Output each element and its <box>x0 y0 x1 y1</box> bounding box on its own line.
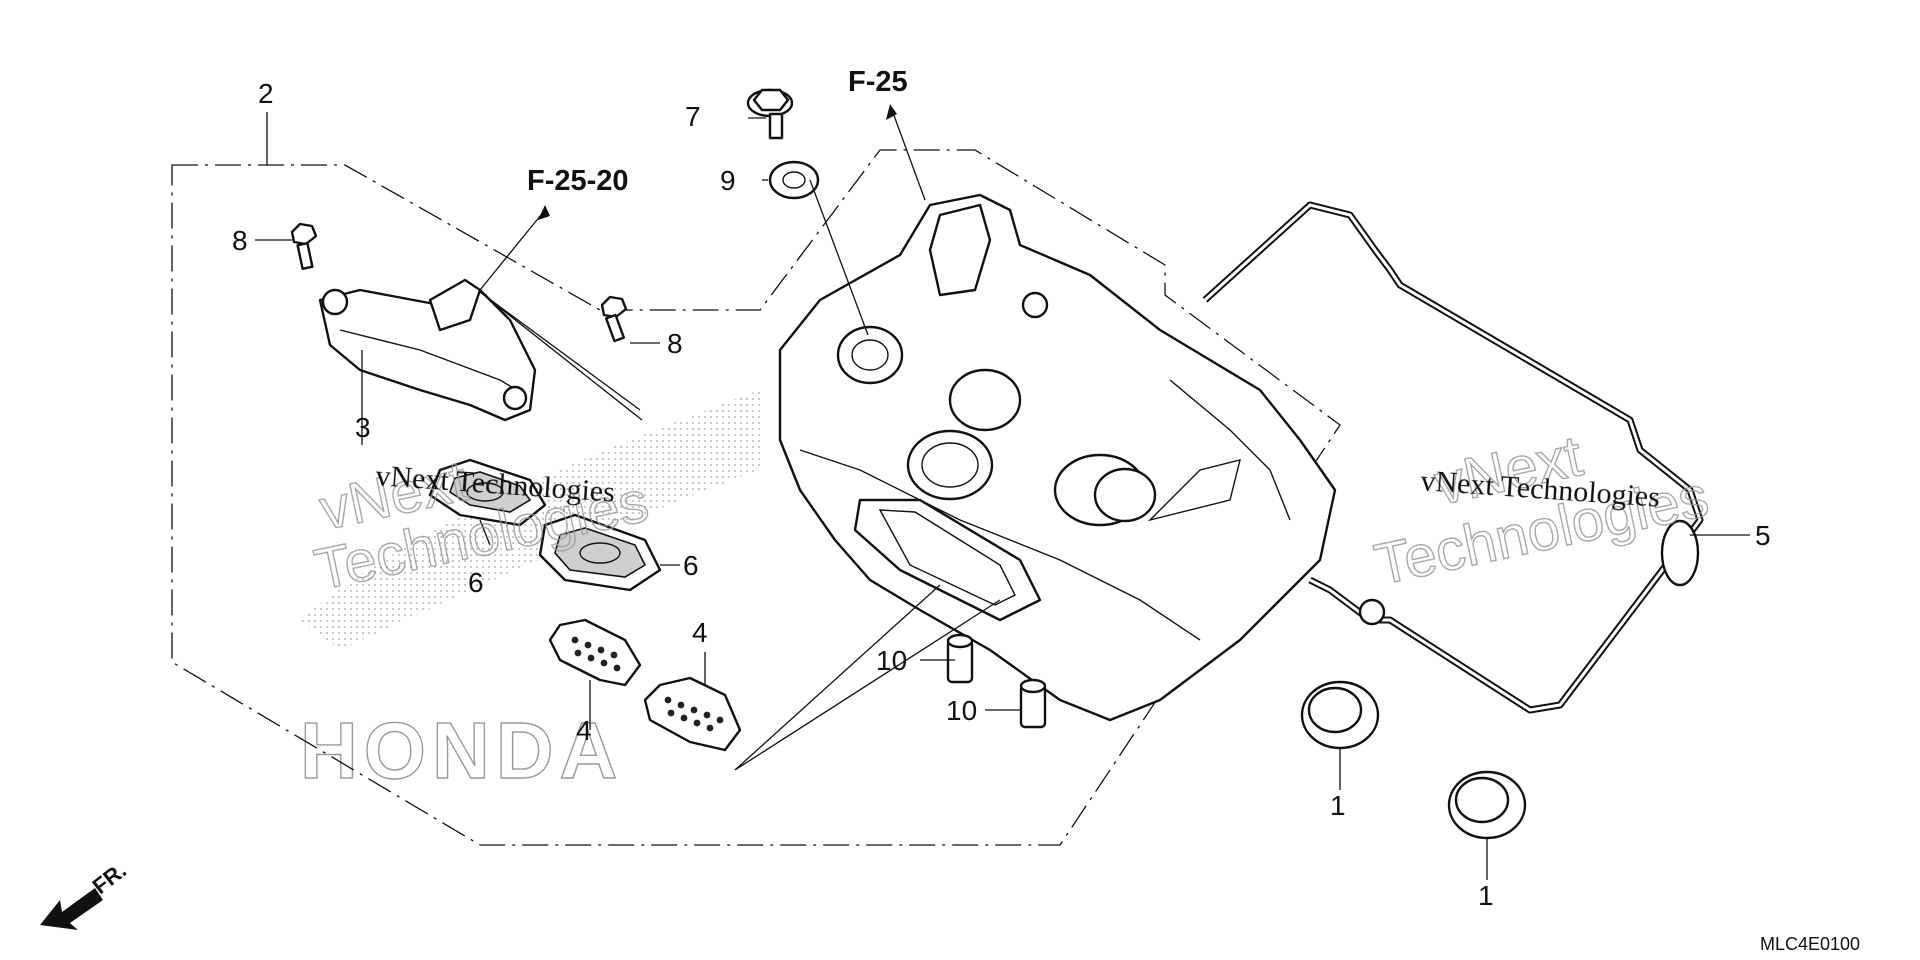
callout-1-b: 1 <box>1478 880 1494 911</box>
front-arrow: FR. <box>40 857 131 930</box>
bolt-7 <box>746 88 794 140</box>
callout-10-b: 10 <box>946 695 977 726</box>
bolt-8-a <box>290 222 318 270</box>
brand-watermark: HONDA <box>299 390 760 796</box>
brand-watermark-text: HONDA <box>300 706 623 795</box>
dowel-pin-10-a <box>946 633 974 684</box>
head-cover-gasket <box>1202 201 1704 714</box>
callout-2: 2 <box>258 78 274 109</box>
grommet-1-b <box>1447 770 1527 840</box>
callout-9: 9 <box>720 165 736 196</box>
callout-6-a: 6 <box>468 567 484 598</box>
callout-8-b: 8 <box>667 328 683 359</box>
callout-1-a: 1 <box>1330 790 1346 821</box>
washer-9 <box>768 160 820 200</box>
callout-3: 3 <box>355 412 371 443</box>
ref-arrows <box>479 104 926 291</box>
callout-5: 5 <box>1755 520 1771 551</box>
separator-4-b <box>643 676 742 752</box>
callout-4-b: 4 <box>692 617 708 648</box>
callout-10-a: 10 <box>876 645 907 676</box>
grommet-1-a <box>1300 680 1380 750</box>
callout-8-a: 8 <box>232 225 248 256</box>
leader-lines <box>255 112 1750 880</box>
callout-6-b: 6 <box>683 550 699 581</box>
plug-seal-6-a <box>428 458 547 527</box>
dowel-pin-10-b <box>1019 678 1047 729</box>
breather-cover <box>318 278 537 422</box>
assembly-outline <box>171 149 1341 846</box>
cylinder-head-cover <box>778 193 1337 722</box>
separator-4-a <box>548 618 642 687</box>
ref-label-f2520: F-25-20 <box>527 165 629 197</box>
callout-7: 7 <box>685 101 701 132</box>
diagram-code: MLC4E0100 <box>1760 934 1860 954</box>
callout-4-a: 4 <box>576 715 592 746</box>
ref-label-f25: F-25 <box>848 66 908 98</box>
bolt-8-b <box>600 295 628 343</box>
plug-seal-6-b <box>538 513 662 592</box>
